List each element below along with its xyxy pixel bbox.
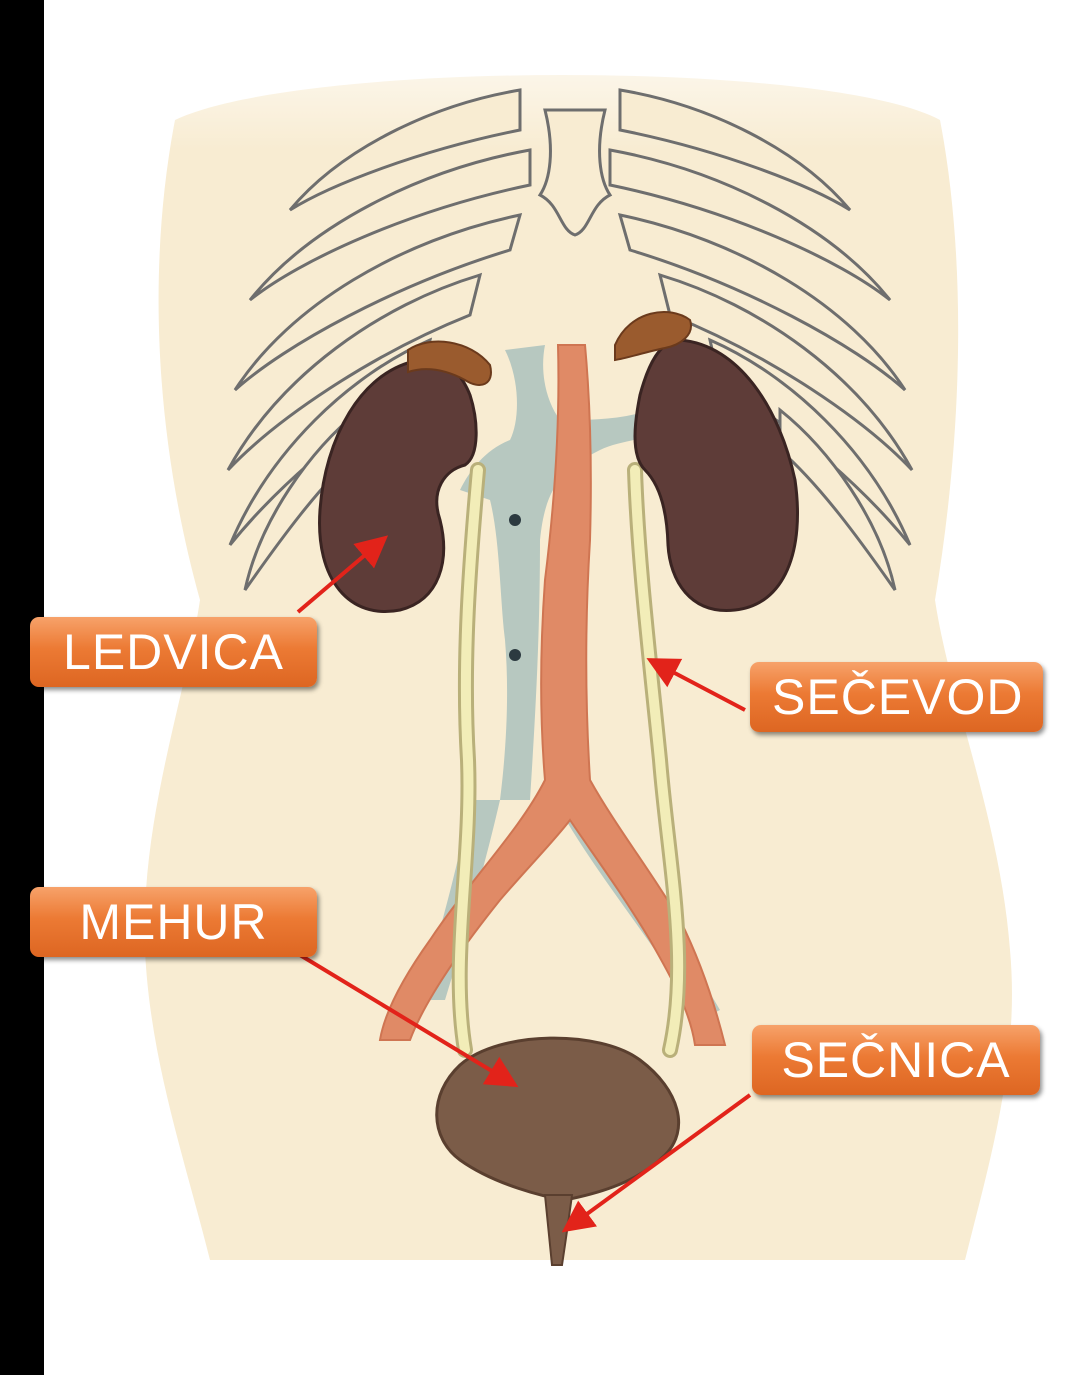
label-kidney: LEDVICA (30, 617, 317, 687)
label-bladder: MEHUR (30, 887, 317, 957)
label-ureter: SEČEVOD (750, 662, 1043, 732)
label-urethra: SEČNICA (752, 1025, 1040, 1095)
